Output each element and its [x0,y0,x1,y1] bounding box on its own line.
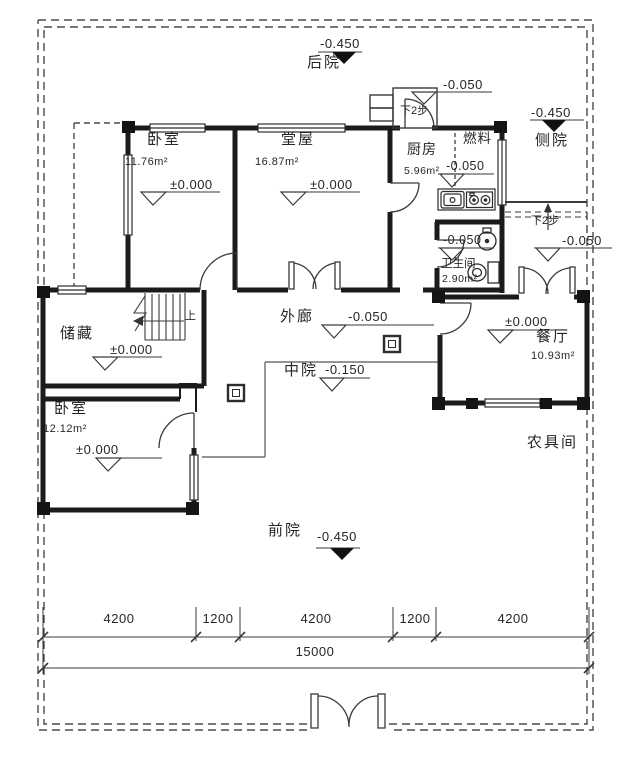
bedroom1-area: 11.76m² [125,156,169,168]
side-porch-level: -0.050 [562,233,602,248]
windows [57,123,541,501]
middle-yard-label: 中院 [284,362,319,379]
dimension-segment-5: 4200 [497,611,529,626]
hall-label: 堂屋 [281,131,316,148]
middle-yard-edge [202,361,440,458]
storage-label: 储藏 [60,325,95,342]
front-yard-level: -0.450 [317,529,357,544]
kitchen-label: 厨房 [407,141,437,157]
kitchen-sink [440,190,465,209]
bedroom2-area: 12.12m² [43,423,87,435]
kitchen-area: 5.96m² [404,165,440,177]
dimension-lines [37,607,595,674]
dining-side-door [439,302,472,335]
front-yard-label: 前院 [268,522,303,539]
side-yard-label: 侧院 [535,132,570,149]
back-yard-label: 后院 [307,54,342,71]
bathroom-level: -0.050 [443,233,482,247]
hall-area: 16.87m² [255,156,299,168]
corridor-label: 外廊 [280,308,315,325]
kitchen-right-window [497,139,507,206]
front-gate [310,693,386,729]
stair-arrow-head [133,316,143,326]
side-yard-level: -0.450 [531,105,571,120]
top-porch-level: -0.050 [443,77,483,92]
top-porch-door [404,98,435,129]
wall-jog [179,383,197,412]
staircase [132,293,186,341]
dimension-ticks [37,631,595,674]
dining-north-double-door [518,266,576,295]
washbasin [477,227,497,251]
hall-double-door [288,261,341,290]
dimension-segment-4: 1200 [399,611,431,626]
dining-label: 餐厅 [536,328,571,345]
yard-column [226,383,246,403]
corridor-column [382,334,402,354]
stair-up-label: 上 [185,310,196,322]
kitchen-door [389,182,420,213]
bedroom2-level: ±0.000 [76,442,119,457]
level-triangles-filled [330,52,566,560]
back-yard-level: -0.450 [320,36,360,51]
dining-area: 10.93m² [531,350,575,362]
bedroom2-label: 卧室 [54,400,89,417]
doors [158,98,576,449]
storage-top-window [57,285,87,295]
bedroom1-door [199,252,238,291]
bedroom1-top-window [149,123,206,133]
dimension-total: 15000 [295,644,335,659]
bedroom2-door [158,412,195,449]
fuel-label: 燃料 [463,131,492,146]
bedroom1-left-window [123,154,133,236]
dining-bottom-window [484,398,541,408]
top-porch [369,87,438,129]
storage-level: ±0.000 [110,342,153,357]
bedroom1-level: ±0.000 [170,177,213,192]
kitchen-stove [465,191,494,209]
toilet [467,261,500,284]
kitchen-fixtures [437,133,496,211]
hall-top-window [257,123,346,133]
porch-columns [226,334,402,403]
hall-level: ±0.000 [310,177,353,192]
middle-yard-level: -0.150 [325,362,365,377]
toolroom-label: 农具间 [527,434,579,451]
level-triangles-open [91,91,562,472]
bathroom-door [436,239,465,268]
top-porch-steps-label: 下2步 [400,105,429,117]
dimension-segment-1: 4200 [103,611,135,626]
bathroom-area: 2.90m² [442,273,478,285]
bathroom-fixtures [467,227,500,284]
corridor-level: -0.050 [348,309,388,324]
kitchen-level: -0.050 [446,159,485,173]
bedroom1-label: 卧室 [147,131,182,148]
bathroom-label: 卫生间 [441,258,476,270]
stair-break-line [132,295,147,332]
bedroom2-right-window [189,454,199,501]
side-porch [505,201,587,230]
dining-level: ±0.000 [505,314,548,329]
dimension-segment-2: 1200 [202,611,234,626]
side-porch-steps-label: 下2步 [531,215,560,227]
corner-columns [37,121,590,515]
dimension-segment-3: 4200 [300,611,332,626]
